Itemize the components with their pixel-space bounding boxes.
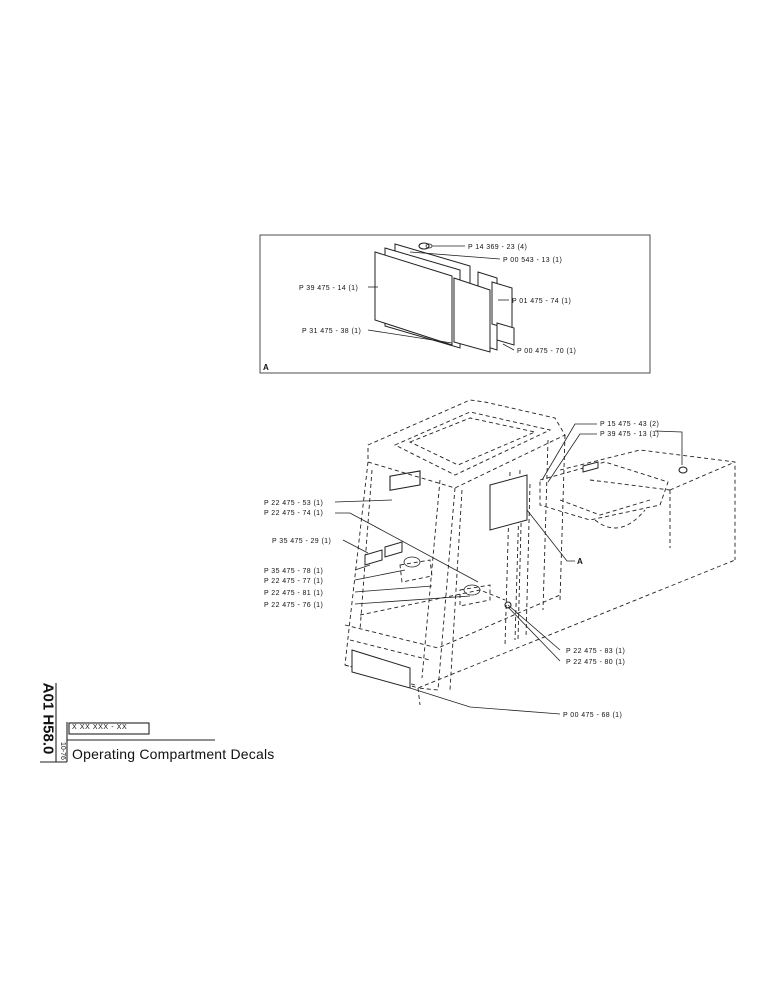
detail-part-label: P 31 475 - 38 (1) [302,328,361,335]
detail-view-a: A P 14 369 - 23 (4) P 00 543 - 13 (1) P … [259,234,651,374]
doc-number: X XX XXX - XX [72,724,128,731]
part-label: P 22 475 - 83 (1) [566,648,625,655]
part-label: P 22 475 - 81 (1) [264,590,323,597]
callout-a-label: A [577,557,583,566]
part-label: P 35 475 - 78 (1) [264,568,323,575]
screw-icon [418,242,430,250]
drawing-code: A01 H58.0 [39,682,57,755]
part-label: P 22 475 - 53 (1) [264,500,323,507]
part-label: P 22 475 - 74 (1) [264,510,323,517]
detail-frame [259,234,651,374]
leader-lines: A [334,423,683,715]
detail-part-label: P 01 475 - 74 (1) [512,298,571,305]
detail-part-label: P 14 369 - 23 (4) [468,244,527,251]
part-label: P 35 475 - 29 (1) [272,538,331,545]
title-block-frame [40,683,215,763]
part-labels: P 15 475 - 43 (2) P 39 475 - 13 (1) P 22… [264,421,659,719]
cab-roof [367,399,566,489]
decal-front-bottom [351,649,411,689]
detail-part-label: P 00 543 - 13 (1) [503,257,562,264]
drawing-title: Operating Compartment Decals [72,746,275,762]
part-label: P 00 475 - 68 (1) [563,712,622,719]
part-label: P 39 475 - 13 (1) [600,431,659,438]
decal-front-top [389,470,421,491]
part-label: P 15 475 - 43 (2) [600,421,659,428]
part-label: P 22 475 - 76 (1) [264,602,323,609]
doc-number-box [68,722,150,735]
main-decal-plate [374,251,453,346]
detail-part-label: P 39 475 - 14 (1) [299,285,358,292]
cab-illustration [344,399,736,706]
decal-stack [374,242,515,353]
part-label: P 22 475 - 77 (1) [264,578,323,585]
detail-part-label: P 00 475 - 70 (1) [517,348,576,355]
part-label: P 22 475 - 80 (1) [566,659,625,666]
detail-view-label: A [263,363,269,372]
decal-window [489,474,528,531]
drawing-date: 10-76 [59,742,66,760]
